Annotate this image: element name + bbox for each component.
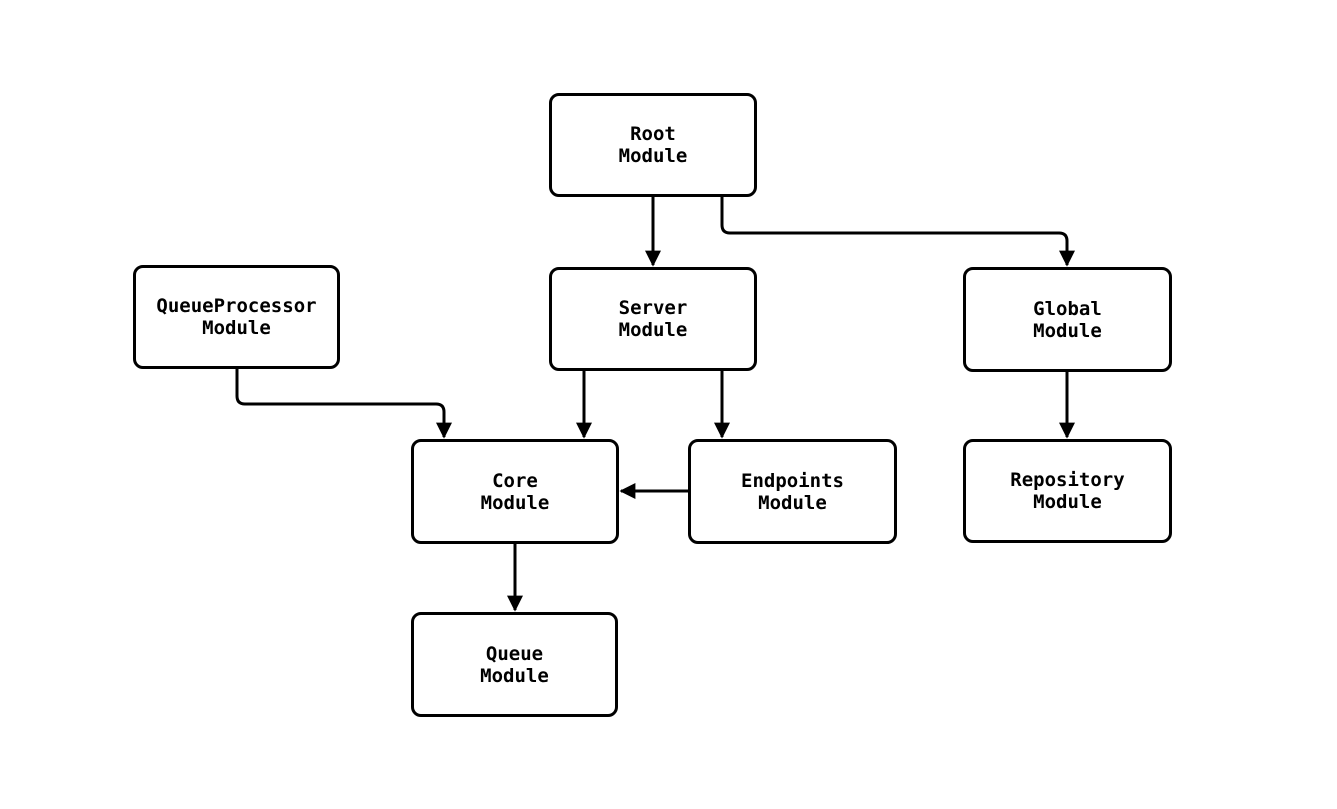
edge-root-to-global	[720, 197, 1075, 267]
node-queueprocessor-module: QueueProcessor Module	[133, 265, 340, 369]
node-repository-module: Repository Module	[963, 439, 1172, 543]
edge-queueprocessor-to-core	[235, 369, 452, 439]
node-global-module: Global Module	[963, 267, 1172, 372]
node-root-module: Root Module	[549, 93, 757, 197]
node-queue-module: Queue Module	[411, 612, 618, 717]
node-endpoints-module: Endpoints Module	[688, 439, 897, 544]
node-server-module: Server Module	[549, 267, 757, 371]
node-core-module: Core Module	[411, 439, 619, 544]
